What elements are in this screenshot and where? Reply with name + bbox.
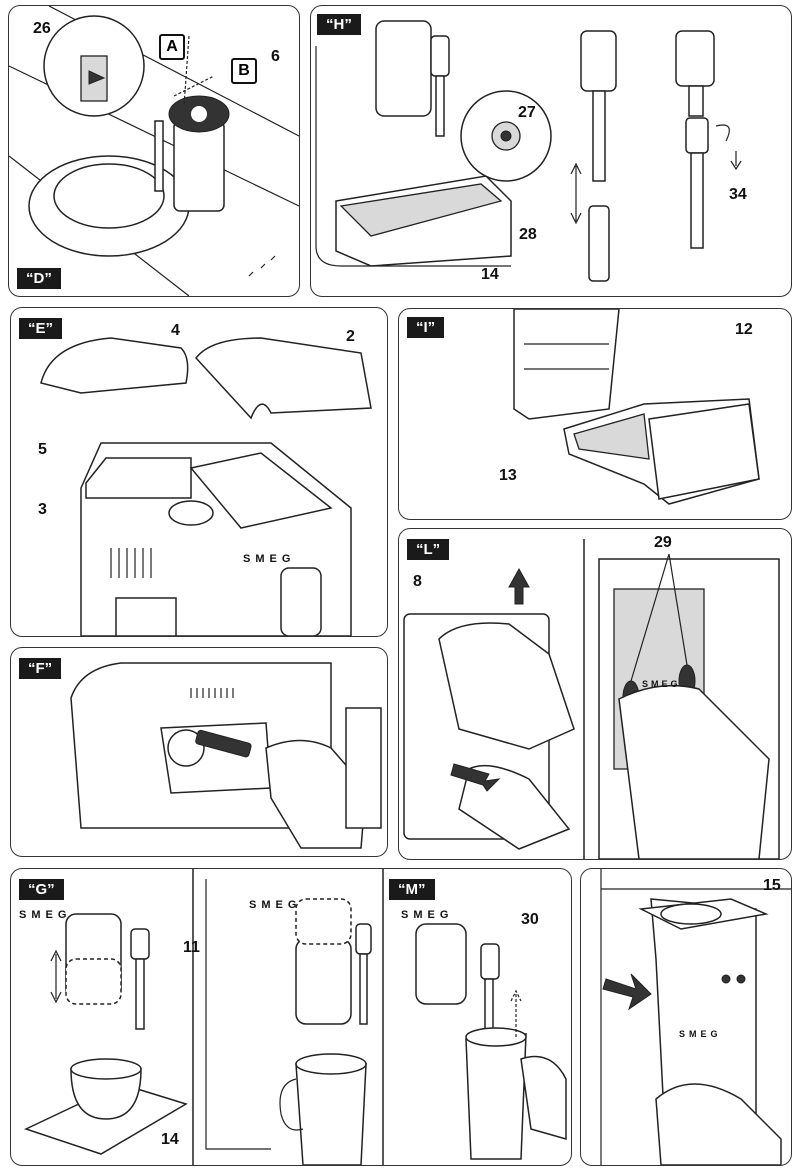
label-part-14: 14 — [161, 1131, 179, 1148]
figure-h-panel: “H” 27 28 14 34 — [310, 5, 792, 297]
figure-i-panel: “I” 12 13 — [398, 308, 792, 520]
figure-l-illustration — [403, 539, 780, 859]
brand-logo-smeg: SMEG — [401, 909, 454, 921]
label-part-3: 3 — [38, 501, 47, 518]
label-part-11: 11 — [183, 939, 200, 956]
brand-logo-smeg: SMEG — [249, 899, 302, 911]
label-part-14: 14 — [481, 266, 499, 283]
label-part-13: 13 — [499, 467, 517, 484]
figure-f-tag: “F” — [19, 658, 62, 679]
figure-e-tag: “E” — [19, 318, 63, 339]
label-part-2: 2 — [346, 328, 355, 345]
figure-d-panel: “D” 26 A B 6 — [8, 5, 300, 297]
figure-i-tag: “I” — [407, 317, 445, 338]
figure-l-panel: “L” 8 29 SMEG — [398, 528, 792, 860]
label-part-29: 29 — [654, 534, 672, 551]
figure-e-illustration — [40, 337, 372, 636]
label-part-8: 8 — [413, 573, 422, 590]
label-position-b: B — [231, 58, 257, 84]
figure-g-m-panel: “G” “M” 11 14 30 SMEG SMEG SMEG — [10, 868, 572, 1166]
brand-logo-smeg: SMEG — [642, 679, 681, 689]
brand-logo-smeg: SMEG — [19, 909, 72, 921]
label-part-5: 5 — [38, 441, 47, 458]
figure-brew-unit-illustration — [600, 869, 791, 1165]
figure-brew-unit-panel: 15 SMEG — [580, 868, 792, 1166]
figure-i-illustration — [513, 309, 760, 505]
figure-f-illustration — [70, 662, 382, 849]
figure-h-tag: “H” — [317, 14, 361, 35]
brand-logo-smeg: SMEG — [243, 553, 296, 565]
label-part-15: 15 — [763, 877, 781, 894]
label-part-4: 4 — [171, 322, 180, 339]
label-part-28: 28 — [519, 226, 537, 243]
label-part-12: 12 — [735, 321, 753, 338]
figure-g-m-illustration — [23, 869, 567, 1165]
label-part-6: 6 — [271, 48, 280, 65]
label-part-27: 27 — [518, 104, 536, 121]
label-position-a: A — [159, 34, 185, 60]
label-part-30: 30 — [521, 911, 539, 928]
figure-l-tag: “L” — [407, 539, 450, 560]
figure-f-panel: “F” — [10, 647, 388, 857]
figure-d-illustration — [9, 6, 299, 296]
figure-e-panel: “E” 4 2 5 3 SMEG — [10, 307, 388, 637]
figure-g-tag: “G” — [19, 879, 64, 900]
figure-d-tag: “D” — [17, 268, 61, 289]
figure-m-tag: “M” — [389, 879, 435, 900]
figure-h-illustration — [315, 20, 742, 282]
label-part-26: 26 — [33, 20, 51, 37]
brand-logo-smeg: SMEG — [679, 1029, 722, 1039]
label-part-34: 34 — [729, 186, 747, 203]
